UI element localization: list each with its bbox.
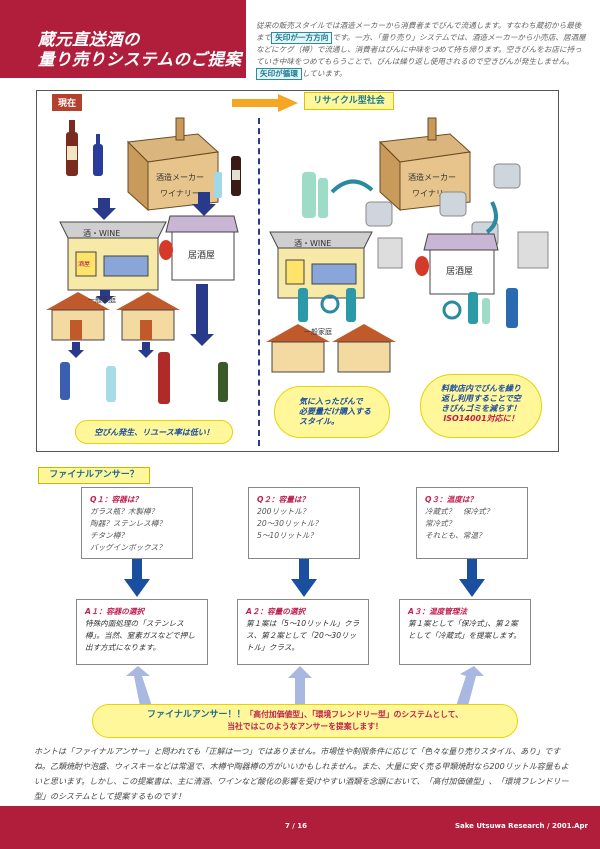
- final-answer-tag: ファイナルアンサー？: [38, 467, 150, 484]
- cloud-right-line-3: きびんゴミを減らす！: [441, 404, 521, 413]
- question-head: Q３：温度は？: [425, 495, 478, 504]
- down-arrow-icon: [459, 559, 485, 597]
- answer-body: 第１案は「5～10リットル」クラス、第２案として「20～30リットル」クラス。: [246, 619, 360, 652]
- question-item: 20～30リットル？: [257, 519, 322, 528]
- answer-head: A３：温度管理法: [408, 607, 468, 616]
- question-item: 冷蔵式？ 保冷式？: [425, 507, 494, 516]
- question-item: 陶器？ステンレス樽？: [90, 519, 166, 528]
- answer-box-2: A２：容量の選択 第１案は「5～10リットル」クラス、第２案として「20～30リ…: [237, 599, 369, 665]
- title-line-2: 量り売りシステムのご提案: [38, 50, 242, 69]
- question-item: 200リットル？: [257, 507, 310, 516]
- recycle-system-illustration: 酒造メーカー ワイナリー 酒・WINE 居酒屋 一般家庭: [266, 117, 549, 373]
- question-head: Q２：容量は？: [257, 495, 310, 504]
- final-answer-bar-label: ファイナルアンサー！！: [147, 710, 246, 720]
- izakaya-icon: 居酒屋: [159, 215, 239, 281]
- cloud-right-line-1: 料飲店内でびんを繰り: [441, 384, 521, 393]
- house-icon: 一般家庭: [46, 292, 180, 341]
- final-answer-bar: ファイナルアンサー！！「高付加価値型」、「環境フレンドリー型」のシステムとして、…: [92, 704, 518, 738]
- question-item: それとも、常温？: [425, 531, 486, 540]
- izakaya-icon: 居酒屋: [415, 233, 499, 295]
- home-label: 一般家庭: [88, 295, 116, 304]
- shop-label-b: 酒・WINE: [294, 239, 331, 248]
- page-number: 7 / 16: [285, 822, 308, 830]
- answer-head: A１：容器の選択: [85, 607, 145, 616]
- cloud-middle: 気に入ったびんで 必要量だけ購入する スタイル。: [274, 386, 390, 438]
- answer-body: 特殊内面処理の「ステンレス樽」。当然、窒素ガスなどで押し出す方式になります。: [85, 619, 195, 652]
- izakaya-label: 居酒屋: [188, 250, 215, 261]
- home-label-b: 一般家庭: [304, 327, 332, 336]
- intro-text-2: です。一方、「量り売り」システムでは、酒造メーカーから小売店、居酒屋などにケグ（…: [256, 33, 586, 66]
- final-answer-bar-line-2: 当社ではこのようなアンサーを提案します！: [227, 722, 383, 731]
- shop-sign: 酒屋: [78, 260, 90, 268]
- maker-label-1b: 酒造メーカー: [408, 172, 456, 182]
- izakaya-label-b: 居酒屋: [446, 266, 473, 277]
- answer-head: A２：容量の選択: [246, 607, 306, 616]
- maker-label-2b: ワイナリー: [412, 189, 452, 198]
- footer-bar: [0, 806, 600, 849]
- answer-body: 第１案として「保冷式」、第２案として「冷蔵式」を提案します。: [408, 619, 521, 640]
- answer-box-1: A１：容器の選択 特殊内面処理の「ステンレス樽」。当然、窒素ガスなどで押し出す方…: [76, 599, 208, 665]
- cloud-middle-line-3: スタイル。: [299, 417, 339, 426]
- title-line-1: 蔵元直送酒の: [38, 30, 140, 49]
- house-icon: 一般家庭: [266, 324, 396, 373]
- intro-text-3: しています。: [301, 69, 347, 78]
- cloud-right: 料飲店内でびんを繰り 返し利用することで空 きびんゴミを減らす！ ISO1400…: [420, 374, 542, 438]
- cloud-right-line-4: ISO14001対応に！: [443, 414, 519, 423]
- question-item: チタン樽？: [90, 531, 128, 540]
- cloud-middle-line-2: 必要量だけ購入する: [299, 407, 371, 416]
- footer-credit: Sake Utsuwa Research / 2001.Apr: [454, 822, 588, 830]
- up-arrows-icon: [126, 666, 484, 706]
- title-block: 蔵元直送酒の 量り売りシステムのご提案: [0, 0, 246, 78]
- liquor-shop-icon: 酒・WINE: [269, 231, 373, 299]
- tag-recycle: リサイクル型社会: [304, 92, 394, 110]
- question-box-2: Q２：容量は？ 200リットル？ 20～30リットル？ 5～10リットル？: [248, 487, 360, 559]
- bottom-paragraph: ホントは「ファイナルアンサー」と問われても「正解は一つ」ではありません。市場性や…: [34, 747, 569, 801]
- current-system-illustration: 酒造メーカー ワイナリー 酒・WINE 酒屋 居酒屋 一般家庭: [46, 117, 241, 404]
- intro-text-1: 従来の販売スタイルでは酒造メーカーから消費者までびんで流通します。すなわち蔵初か…: [256, 21, 582, 42]
- question-head: Q１：容器は？: [90, 495, 143, 504]
- intro-highlight-2: 矢印が循環: [256, 68, 302, 80]
- maker-label-2: ワイナリー: [160, 189, 200, 198]
- bottle-icon: [66, 120, 103, 176]
- panel-divider: [258, 118, 260, 446]
- keg-icon: [365, 163, 521, 247]
- tag-now: 現在: [52, 94, 83, 111]
- question-item: バッグインボックス？: [90, 543, 166, 552]
- question-box-1: Q１：容器は？ ガラス瓶？木製樽？ 陶器？ステンレス樽？ チタン樽？ バッグイン…: [81, 487, 193, 559]
- answer-box-3: A３：温度管理法 第１案として「保冷式」、第２案として「冷蔵式」を提案します。: [399, 599, 531, 665]
- cloud-middle-line-1: 気に入ったびんで: [299, 397, 363, 406]
- intro-highlight-1: 矢印が一方方向: [271, 32, 333, 44]
- shop-label: 酒・WINE: [83, 229, 120, 238]
- down-arrow-icon: [291, 559, 317, 597]
- final-answer-bar-line-1: 「高付加価値型」、「環境フレンドリー型」のシステムとして、: [245, 710, 463, 719]
- transition-arrow-icon: [232, 94, 298, 112]
- maker-label-1: 酒造メーカー: [156, 172, 204, 182]
- question-box-3: Q３：温度は？ 冷蔵式？ 保冷式？ 常冷式？ それとも、常温？: [416, 487, 528, 559]
- intro-paragraph: 従来の販売スタイルでは酒造メーカーから消費者までびんで流通します。すなわち蔵初か…: [256, 20, 586, 80]
- question-item: 常冷式？: [425, 519, 456, 528]
- down-arrow-icon: [124, 559, 150, 597]
- question-item: 5～10リットル？: [257, 531, 318, 540]
- cloud-left: 空びん発生、リユース率は低い！: [75, 420, 233, 444]
- liquor-shop-icon: 酒・WINE 酒屋: [59, 221, 167, 291]
- maker-box-icon: 酒造メーカー ワイナリー: [378, 117, 472, 212]
- cloud-right-line-2: 返し利用することで空: [441, 394, 521, 403]
- question-item: ガラス瓶？木製樽？: [90, 507, 159, 516]
